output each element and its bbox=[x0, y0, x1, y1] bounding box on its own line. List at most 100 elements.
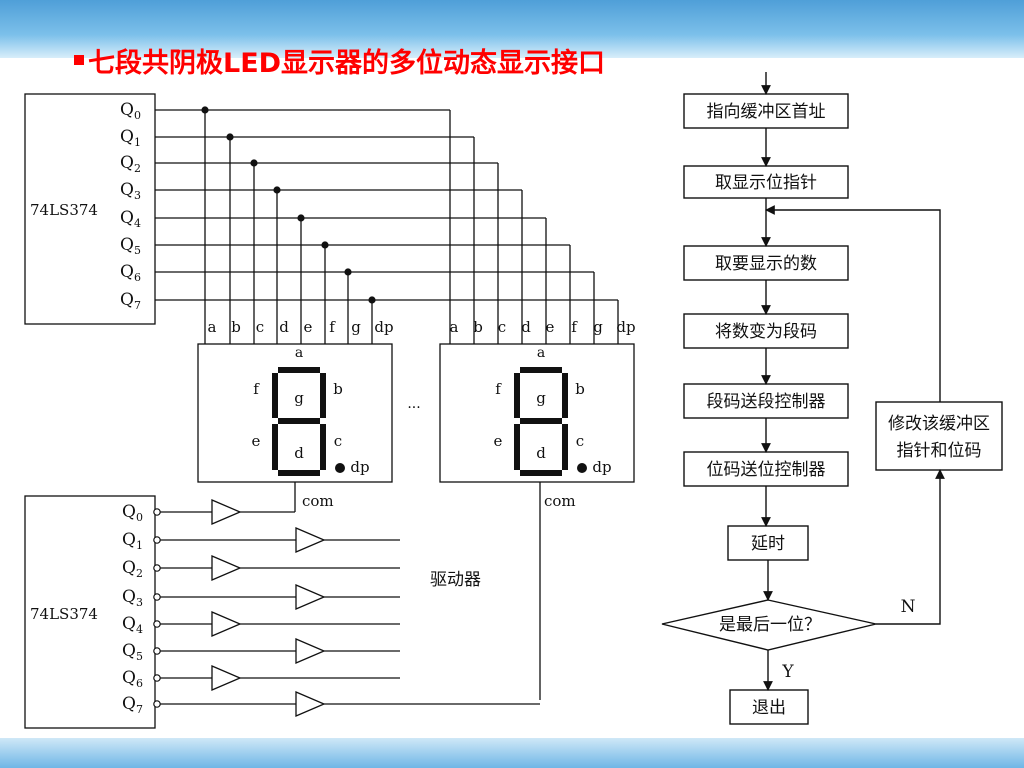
digit2-segment-e bbox=[514, 424, 520, 470]
digit2-segment-d bbox=[520, 470, 562, 476]
display2-pin-e: e bbox=[546, 318, 555, 336]
bottom-latch-chip bbox=[24, 495, 156, 729]
digit2-segment-g bbox=[520, 418, 562, 424]
flow-step-7-text: 延时 bbox=[751, 534, 785, 554]
bottom-q-label-5: Q5 bbox=[122, 641, 143, 663]
digit1-segment-d bbox=[278, 470, 320, 476]
junction-dot-4 bbox=[297, 214, 305, 222]
bottom-output-bubble-0 bbox=[153, 508, 161, 516]
display2-pin-d: d bbox=[521, 318, 531, 336]
bottom-output-bubble-2 bbox=[153, 564, 161, 572]
bottom-q-label-2: Q2 bbox=[122, 558, 143, 580]
digit2-label-g: g bbox=[536, 389, 546, 407]
digit2-segment-f bbox=[514, 373, 520, 418]
flow-end-text: 退出 bbox=[752, 698, 786, 718]
digit1-segment-e bbox=[272, 424, 278, 470]
top-chip-label: 74LS374 bbox=[30, 201, 98, 219]
display1-pin-b: b bbox=[231, 318, 241, 336]
top-q-label-0: Q0 bbox=[120, 100, 141, 122]
display2-com-label: com bbox=[544, 492, 576, 510]
bottom-q-label-7: Q7 bbox=[122, 694, 143, 716]
display1-pin-dp: dp bbox=[374, 318, 393, 336]
junction-dot-3 bbox=[273, 186, 281, 194]
digit1-label-e: e bbox=[252, 432, 261, 450]
flow-step-2-text: 取显示位指针 bbox=[715, 173, 817, 193]
junction-dot-0 bbox=[201, 106, 209, 114]
digit2-label-f: f bbox=[495, 380, 502, 398]
bottom-output-bubble-1 bbox=[153, 536, 161, 544]
digit1-label-b: b bbox=[333, 380, 343, 398]
digit2-segment-c bbox=[562, 424, 568, 470]
top-q-label-5: Q5 bbox=[120, 235, 141, 257]
display1-pin-f: f bbox=[329, 318, 336, 336]
driver-buffer-2 bbox=[211, 555, 242, 581]
display2-pin-a: a bbox=[450, 318, 459, 336]
flow-step-1-text: 指向缓冲区首址 bbox=[707, 102, 826, 122]
junction-dot-7 bbox=[368, 296, 376, 304]
bottom-q-label-4: Q4 bbox=[122, 614, 143, 636]
driver-buffer-5 bbox=[295, 638, 326, 664]
flow-step-4-text: 将数变为段码 bbox=[715, 322, 817, 342]
digit2-dp-dot bbox=[577, 463, 587, 473]
ellipsis-dots: ··· bbox=[407, 400, 420, 416]
digit1-label-c: c bbox=[334, 432, 342, 450]
digit1-label-f: f bbox=[253, 380, 260, 398]
flow-yes-label: Y bbox=[781, 662, 794, 682]
digit1 bbox=[272, 367, 345, 476]
flow-decision-text: 是最后一位？ bbox=[719, 615, 821, 635]
top-q-label-2: Q2 bbox=[120, 153, 141, 175]
digit2-segment-b bbox=[562, 373, 568, 418]
digit1-label-dp: dp bbox=[350, 458, 369, 476]
driver-label: 驱动器 bbox=[430, 570, 481, 590]
digit1-dp-dot bbox=[335, 463, 345, 473]
driver-buffer-0 bbox=[211, 499, 242, 525]
flow-side-line1: 修改该缓冲区 bbox=[888, 414, 990, 434]
digit2-label-e: e bbox=[494, 432, 503, 450]
top-q-label-7: Q7 bbox=[120, 290, 141, 312]
bullet-icon bbox=[74, 55, 84, 65]
digit1-segment-c bbox=[320, 424, 326, 470]
junction-dot-1 bbox=[226, 133, 234, 141]
bottom-q-label-6: Q6 bbox=[122, 668, 143, 690]
header-band bbox=[0, 0, 1024, 58]
digit1-label-g: g bbox=[294, 389, 304, 407]
top-q-label-6: Q6 bbox=[120, 262, 141, 284]
bottom-output-bubble-6 bbox=[153, 674, 161, 682]
digit1-segment-b bbox=[320, 373, 326, 418]
display1-pin-g: g bbox=[351, 318, 361, 336]
bottom-q-label-1: Q1 bbox=[122, 530, 143, 552]
digit2-segment-a bbox=[520, 367, 562, 373]
bottom-q-label-3: Q3 bbox=[122, 587, 143, 609]
driver-buffer-7 bbox=[295, 691, 326, 717]
display2-pin-dp: dp bbox=[616, 318, 635, 336]
slide-title: 七段共阴极LED显示器的多位动态显示接口 bbox=[74, 40, 605, 80]
digit2-label-c: c bbox=[576, 432, 584, 450]
display2-pin-b: b bbox=[473, 318, 483, 336]
digit2 bbox=[514, 367, 587, 476]
digit2-label-a: a bbox=[537, 345, 545, 361]
display2-pin-f: f bbox=[571, 318, 578, 336]
driver-buffer-3 bbox=[295, 584, 326, 610]
bottom-chip-label: 74LS374 bbox=[30, 605, 98, 623]
digit1-segment-f bbox=[272, 373, 278, 418]
digit1-label-d: d bbox=[294, 444, 304, 462]
display2-pin-g: g bbox=[593, 318, 603, 336]
bottom-output-bubble-3 bbox=[153, 593, 161, 601]
digit2-label-d: d bbox=[536, 444, 546, 462]
digit2-label-b: b bbox=[575, 380, 585, 398]
junction-dot-6 bbox=[344, 268, 352, 276]
bottom-output-bubble-7 bbox=[153, 700, 161, 708]
display1-pin-c: c bbox=[256, 318, 264, 336]
flow-step-5-text: 段码送段控制器 bbox=[707, 392, 826, 412]
flow-step-3-text: 取要显示的数 bbox=[715, 254, 817, 274]
bottom-output-bubble-5 bbox=[153, 647, 161, 655]
display1-pin-a: a bbox=[208, 318, 217, 336]
display1-com-label: com bbox=[302, 492, 334, 510]
footer-band bbox=[0, 738, 1024, 768]
display1-pin-d: d bbox=[279, 318, 289, 336]
junction-dot-5 bbox=[321, 241, 329, 249]
digit1-label-a: a bbox=[295, 345, 303, 361]
display-2 bbox=[439, 343, 635, 483]
